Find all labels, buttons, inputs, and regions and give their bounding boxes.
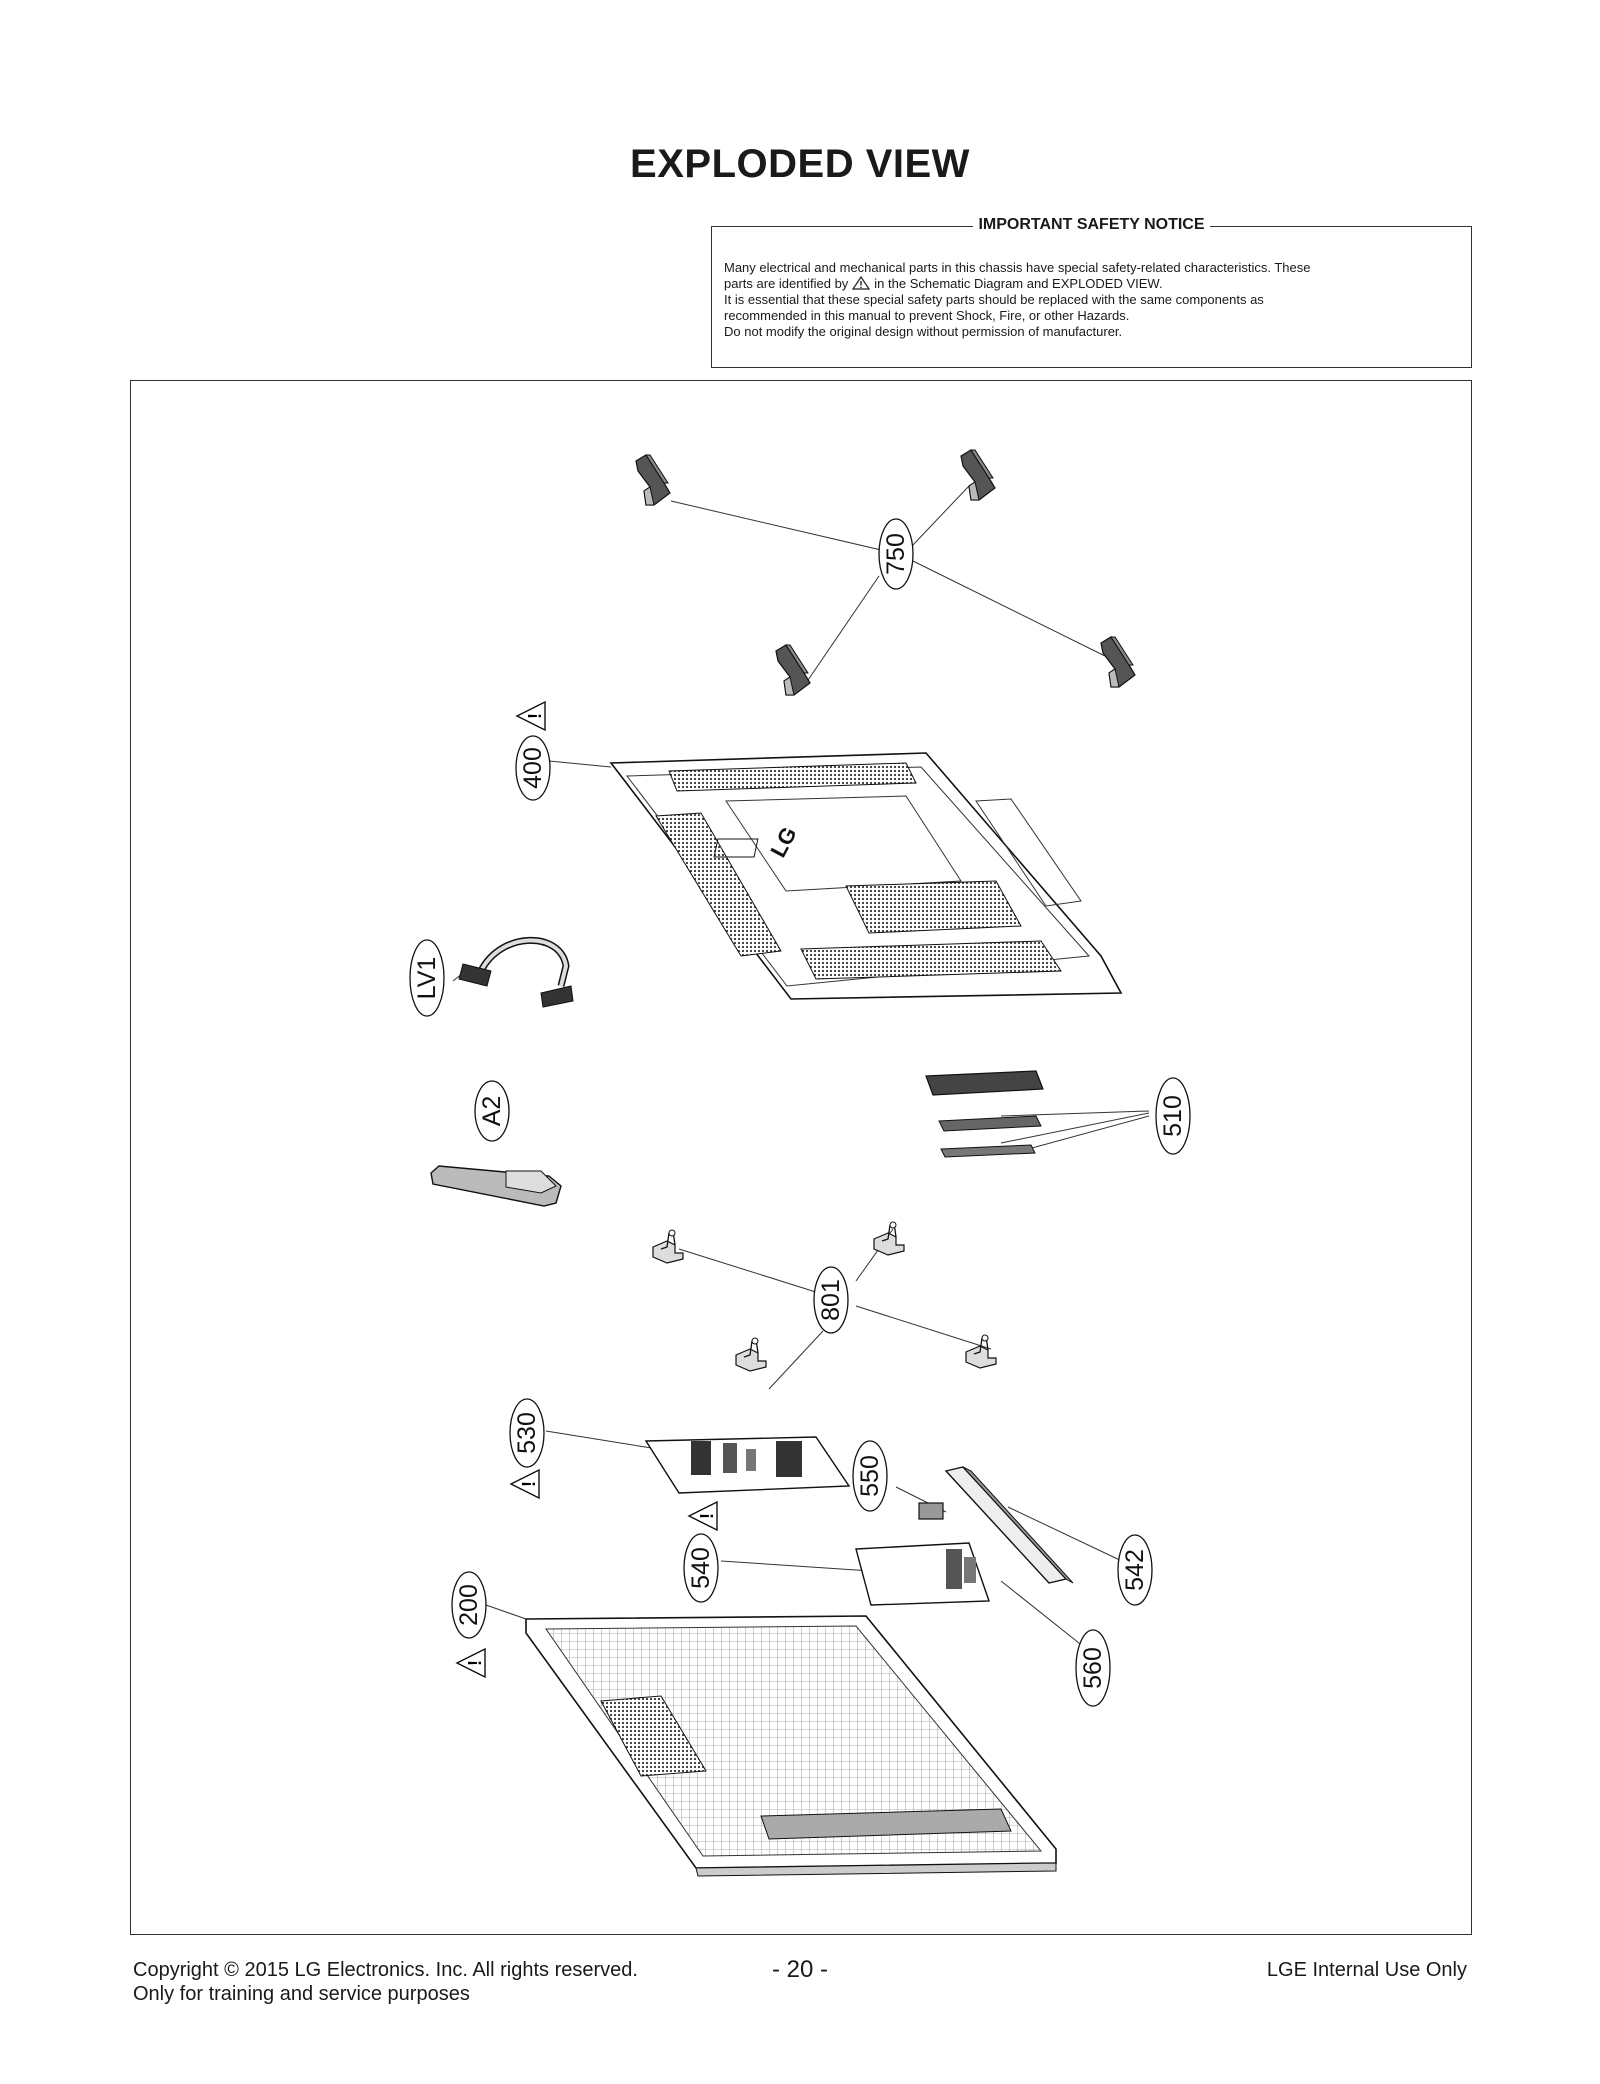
panel-200 xyxy=(525,1615,1057,1877)
board-510 xyxy=(925,1070,1044,1158)
connector-550 xyxy=(918,1502,944,1520)
svg-text:!: ! xyxy=(465,1660,485,1666)
label-200: 200 xyxy=(455,1584,483,1626)
safety-warning-icon: ! xyxy=(516,701,546,731)
label-400: 400 xyxy=(519,747,547,789)
safety-warning-icon: ! xyxy=(510,1469,540,1499)
back-cover-400: LG xyxy=(609,752,1123,1000)
notice-line-1: Many electrical and mechanical parts in … xyxy=(724,260,1311,275)
label-560: 560 xyxy=(1079,1647,1107,1689)
label-530: 530 xyxy=(513,1412,541,1454)
safety-warning-icon: ! xyxy=(456,1648,486,1678)
part-callouts xyxy=(409,518,1191,1707)
label-a2: A2 xyxy=(478,1096,506,1127)
safety-notice-heading: IMPORTANT SAFETY NOTICE xyxy=(973,216,1210,233)
label-550: 550 xyxy=(856,1455,884,1497)
footer-copyright: Copyright © 2015 LG Electronics. Inc. Al… xyxy=(133,1958,638,2006)
purpose-line: Only for training and service purposes xyxy=(133,1983,470,2005)
notice-line-4: recommended in this manual to prevent Sh… xyxy=(724,308,1130,323)
copyright-line: Copyright © 2015 LG Electronics. Inc. Al… xyxy=(133,1959,638,1981)
label-lv1: LV1 xyxy=(413,957,441,1000)
label-510: 510 xyxy=(1159,1095,1187,1137)
safety-notice-box: IMPORTANT SAFETY NOTICE Many electrical … xyxy=(711,216,1472,368)
leader-lines xyxy=(452,485,1150,1652)
rail-542 xyxy=(944,1466,1074,1584)
label-542: 542 xyxy=(1121,1549,1149,1591)
notice-line-5: Do not modify the original design withou… xyxy=(724,324,1123,339)
main-board-540 xyxy=(855,1542,990,1606)
exploded-diagram-frame: LG xyxy=(130,380,1472,1935)
exploded-diagram: LG xyxy=(409,449,1191,1877)
footer-internal-use: LGE Internal Use Only xyxy=(1266,1959,1467,1981)
safety-marks: ! ! ! ! xyxy=(456,701,718,1678)
label-750: 750 xyxy=(882,533,910,575)
power-board-530 xyxy=(644,1436,851,1494)
svg-text:!: ! xyxy=(697,1513,717,1519)
page-title: EXPLODED VIEW xyxy=(630,142,970,186)
svg-text:!: ! xyxy=(525,713,545,719)
safety-warning-icon: ! xyxy=(688,1501,718,1531)
safety-warning-triangle-icon xyxy=(852,276,871,290)
svg-text:!: ! xyxy=(519,1481,539,1487)
label-540: 540 xyxy=(687,1547,715,1589)
label-801: 801 xyxy=(817,1279,845,1321)
remote-a2 xyxy=(430,1165,562,1207)
page-number: - 20 - xyxy=(771,1956,828,1983)
safety-notice-text: Many electrical and mechanical parts in … xyxy=(724,260,1459,340)
cable-lv1 xyxy=(458,936,574,1008)
notice-line-3: It is essential that these special safet… xyxy=(724,292,1264,307)
